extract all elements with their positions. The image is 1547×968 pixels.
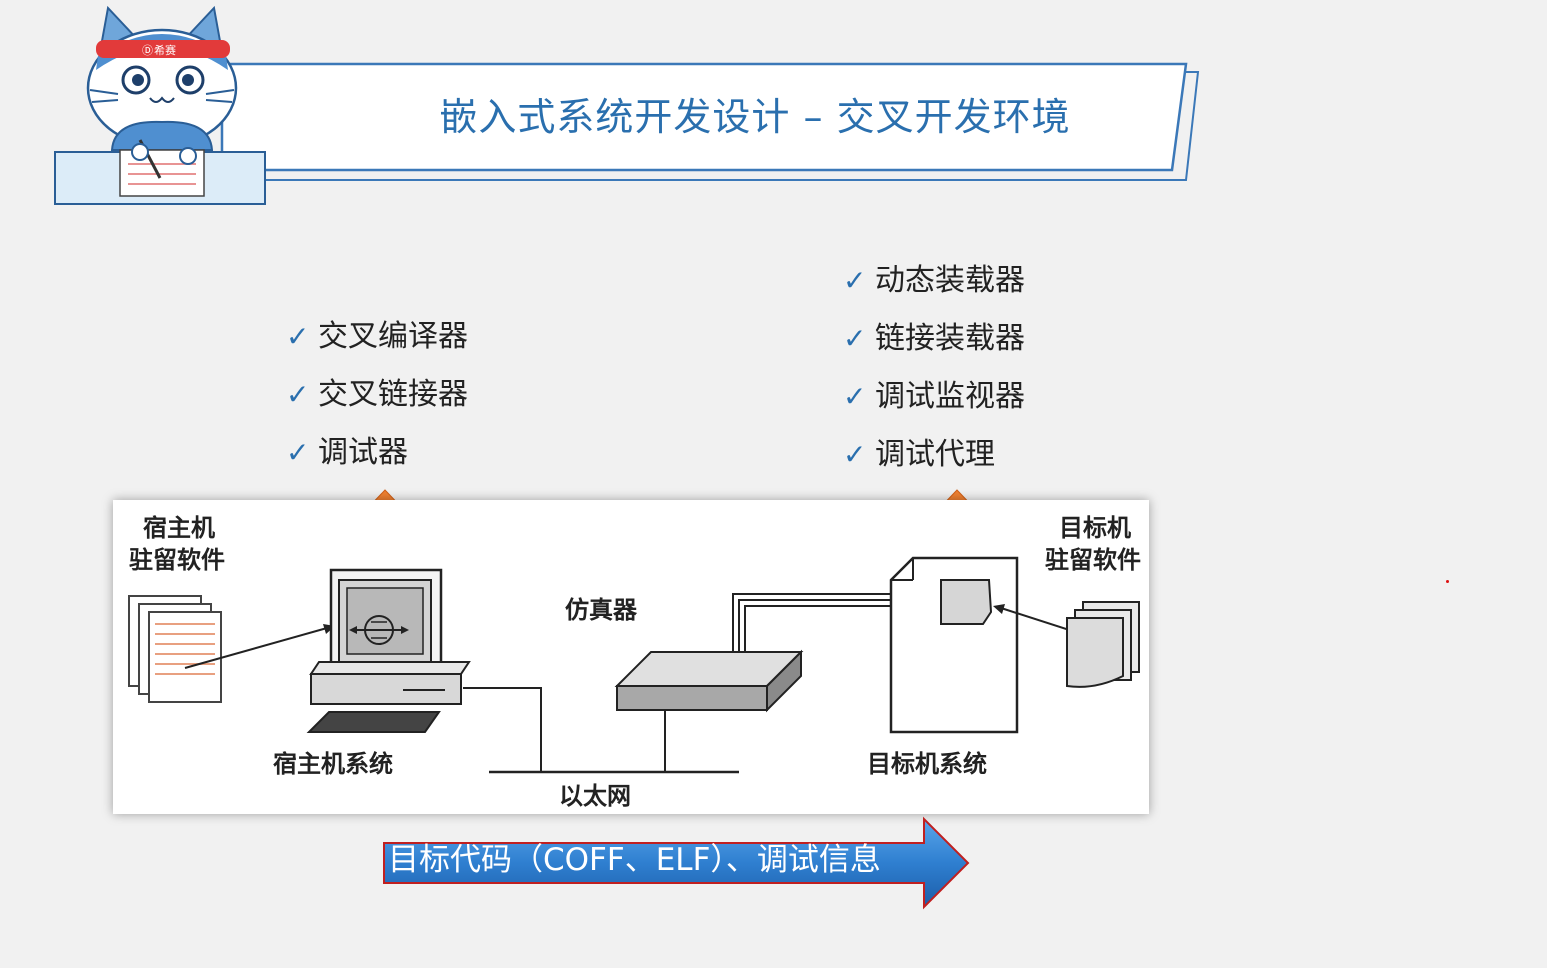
- checkmark-icon: ✓: [286, 378, 310, 411]
- ethernet-label: 以太网: [559, 782, 631, 810]
- dev-environment-diagram: 宿主机 驻留软件 目标机 驻留软件 仿真器 宿主机系统 目标机系统 以太网: [113, 500, 1149, 814]
- host-software-docs-icon: [128, 595, 222, 703]
- svg-text:Ⓓ: Ⓓ: [142, 44, 153, 57]
- target-software-label: 目标机: [1059, 514, 1131, 542]
- target-software-docs-icon: [1066, 601, 1140, 688]
- checkmark-icon: ✓: [286, 436, 310, 469]
- list-item: ✓交叉链接器: [286, 366, 468, 424]
- target-system-label: 目标机系统: [867, 750, 987, 778]
- emulator-label: 仿真器: [565, 596, 637, 624]
- object-code-arrow-icon: [383, 816, 970, 910]
- host-software-label: 宿主机: [143, 514, 215, 542]
- list-item: ✓调试监视器: [843, 368, 1025, 426]
- page-title: 嵌入式系统开发设计 – 交叉开发环境: [439, 95, 1071, 139]
- list-item: ✓调试器: [286, 424, 468, 482]
- list-item: ✓链接装载器: [843, 310, 1025, 368]
- checkmark-icon: ✓: [843, 322, 867, 355]
- svg-text:希赛: 希赛: [154, 43, 176, 57]
- checkmark-icon: ✓: [286, 320, 310, 353]
- target-software-label-line2: 驻留软件: [1045, 546, 1141, 574]
- emulator-icon: [614, 649, 804, 713]
- host-computer-icon: [306, 568, 471, 733]
- host-software-label-line2: 驻留软件: [129, 546, 225, 574]
- host-tools-list: ✓交叉编译器 ✓交叉链接器 ✓调试器: [286, 308, 468, 482]
- checkmark-icon: ✓: [843, 380, 867, 413]
- list-item: ✓交叉编译器: [286, 308, 468, 366]
- target-board-icon: [889, 556, 1019, 734]
- cat-mascot-icon: Ⓓ 希赛: [86, 5, 238, 197]
- list-item: ✓动态装载器: [843, 252, 1025, 310]
- list-item: ✓调试代理: [843, 426, 1025, 484]
- host-system-label: 宿主机系统: [273, 750, 393, 778]
- header-banner: Ⓓ 希赛: [54, 5, 1200, 205]
- red-dot: [1446, 580, 1449, 583]
- target-tools-list: ✓动态装载器 ✓链接装载器 ✓调试监视器 ✓调试代理: [843, 252, 1025, 484]
- checkmark-icon: ✓: [843, 438, 867, 471]
- object-code-label: 目标代码（COFF、ELF）、调试信息: [388, 842, 881, 878]
- checkmark-icon: ✓: [843, 264, 867, 297]
